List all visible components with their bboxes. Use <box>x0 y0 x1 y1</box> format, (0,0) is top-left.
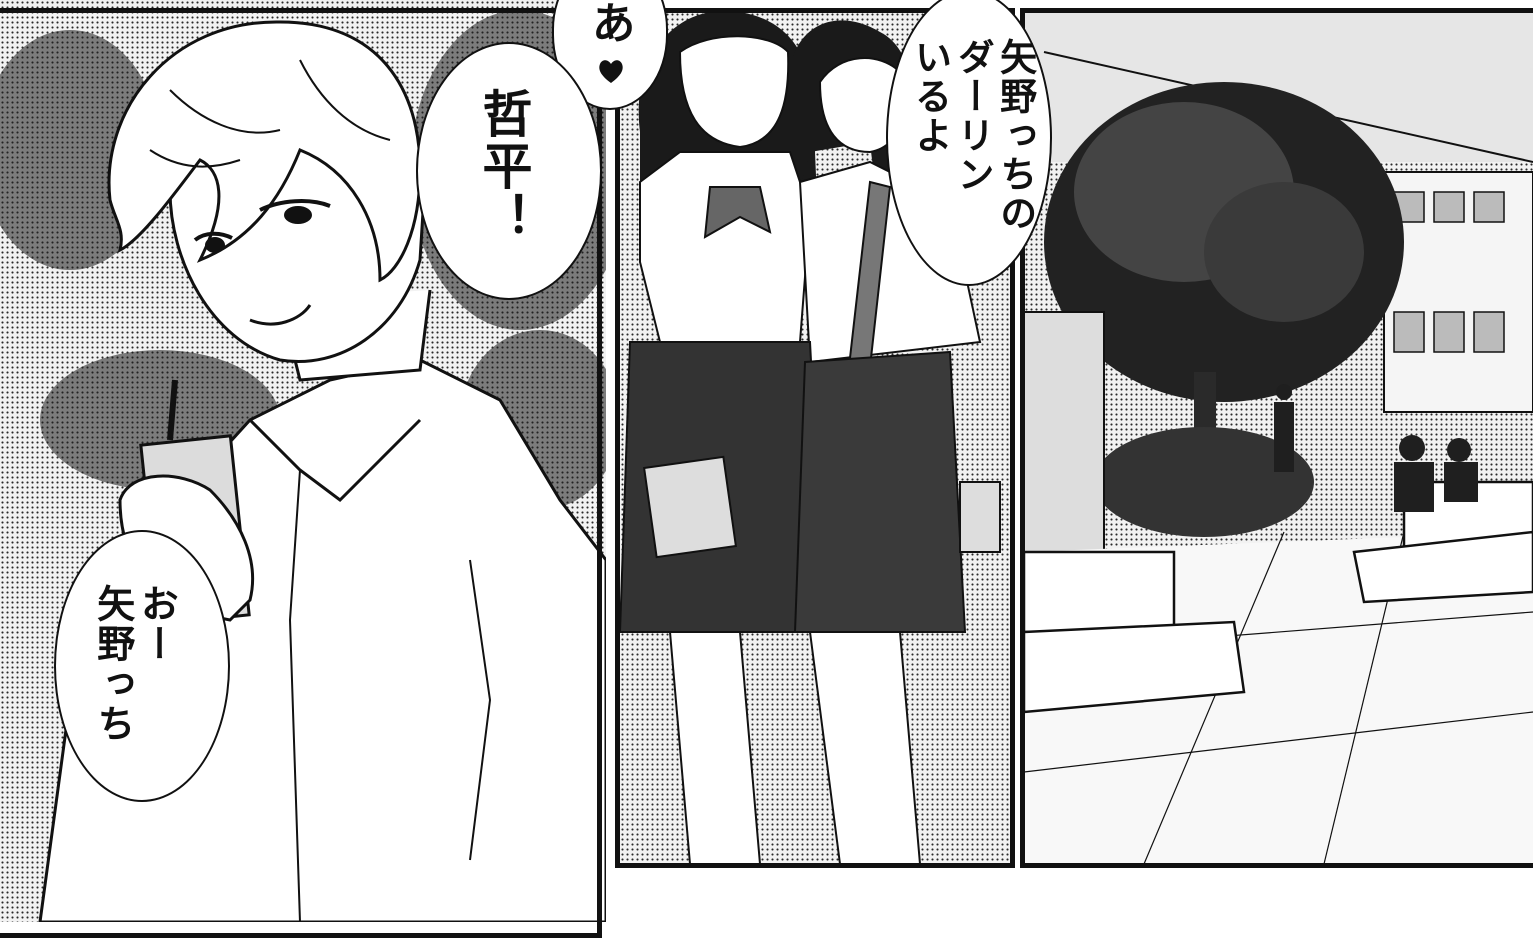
speech-line: おー <box>134 584 179 664</box>
speech-line: 矢野っち <box>90 584 135 744</box>
girls-illustration <box>620 12 1001 864</box>
speech-line: 矢野っちの <box>993 38 1037 233</box>
speech-line: いるよ <box>908 38 952 155</box>
panel-courtyard <box>1024 12 1533 864</box>
speech-line: ダーリン <box>951 38 995 194</box>
speech-text-teppei: 哲平！ <box>474 88 533 244</box>
heart-icon <box>599 60 623 83</box>
speech-text-oh: おー 矢野っち <box>90 584 179 744</box>
speech-bubble-darling <box>886 0 1052 286</box>
speech-text-ah: あ <box>583 0 635 46</box>
speech-bubble-teppei <box>416 42 602 300</box>
courtyard-illustration <box>1024 12 1533 864</box>
speech-bubble-oh <box>54 530 230 802</box>
speech-text-darling: 矢野っちの ダーリン いるよ <box>908 38 1037 233</box>
